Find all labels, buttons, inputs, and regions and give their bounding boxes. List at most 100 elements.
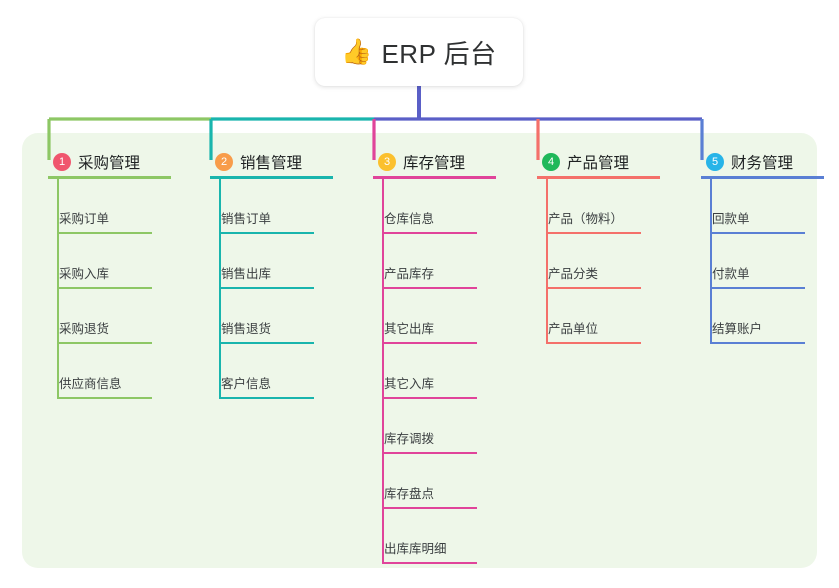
branch-item-label: 采购退货 bbox=[59, 322, 110, 336]
branch-item-underline bbox=[57, 342, 152, 344]
branch-item-stem bbox=[382, 399, 384, 454]
branch-item[interactable]: 库存盘点 bbox=[360, 454, 520, 509]
branch-item-underline bbox=[546, 287, 641, 289]
branch-item-label: 采购订单 bbox=[59, 212, 110, 226]
branch-item-stem bbox=[219, 344, 221, 399]
branch-item-label: 产品（物料） bbox=[548, 212, 624, 226]
branch-item-stem bbox=[546, 179, 548, 234]
branch-column-3: 3 库存管理仓库信息产品库存其它出库其它入库库存调拨库存盘点出库库明细 bbox=[360, 145, 520, 564]
branch-item-label: 其它出库 bbox=[384, 322, 435, 336]
branch-item-underline bbox=[57, 287, 152, 289]
branch-item-underline bbox=[546, 232, 641, 234]
branch-item[interactable]: 结算账户 bbox=[688, 289, 839, 344]
branch-item-stem bbox=[219, 179, 221, 234]
branch-item-label: 库存调拨 bbox=[384, 432, 435, 446]
branch-item-label: 销售退货 bbox=[221, 322, 272, 336]
branch-number-badge: 1 bbox=[53, 153, 71, 171]
branch-item[interactable]: 其它出库 bbox=[360, 289, 520, 344]
branch-item-label: 回款单 bbox=[712, 212, 750, 226]
branch-item[interactable]: 产品分类 bbox=[524, 234, 684, 289]
branch-item[interactable]: 销售出库 bbox=[197, 234, 357, 289]
branch-item[interactable]: 产品库存 bbox=[360, 234, 520, 289]
branch-item-stem bbox=[710, 289, 712, 344]
branch-item-stem bbox=[546, 234, 548, 289]
branch-item-underline bbox=[382, 342, 477, 344]
branch-item[interactable]: 采购入库 bbox=[35, 234, 195, 289]
branch-item-stem bbox=[382, 344, 384, 399]
branch-item-stem bbox=[710, 234, 712, 289]
root-node[interactable]: 👍 ERP 后台 bbox=[315, 18, 523, 86]
branch-item-underline bbox=[219, 232, 314, 234]
branch-item[interactable]: 供应商信息 bbox=[35, 344, 195, 399]
branch-item-stem bbox=[382, 179, 384, 234]
branch-header-underline bbox=[48, 176, 171, 179]
branches-panel-background bbox=[22, 133, 817, 568]
branch-item[interactable]: 付款单 bbox=[688, 234, 839, 289]
branch-header-underline bbox=[701, 176, 824, 179]
branch-item-label: 销售订单 bbox=[221, 212, 272, 226]
branch-item[interactable]: 仓库信息 bbox=[360, 179, 520, 234]
branch-item-underline bbox=[382, 232, 477, 234]
branch-number-badge: 3 bbox=[378, 153, 396, 171]
branch-item-label: 产品单位 bbox=[548, 322, 599, 336]
branch-item-underline bbox=[382, 452, 477, 454]
branch-header-underline bbox=[210, 176, 333, 179]
branch-header-4[interactable]: 4 产品管理 bbox=[524, 145, 684, 179]
branch-item-label: 其它入库 bbox=[384, 377, 435, 391]
branch-item-label: 产品分类 bbox=[548, 267, 599, 281]
branch-item-stem bbox=[57, 344, 59, 399]
branch-item-underline bbox=[710, 287, 805, 289]
branch-item-underline bbox=[710, 342, 805, 344]
branch-item-stem bbox=[382, 509, 384, 564]
branch-item-underline bbox=[382, 507, 477, 509]
branch-item-stem bbox=[382, 234, 384, 289]
branch-item-label: 供应商信息 bbox=[59, 377, 122, 391]
branch-item[interactable]: 出库库明细 bbox=[360, 509, 520, 564]
branch-item-label: 仓库信息 bbox=[384, 212, 435, 226]
branch-item-label: 客户信息 bbox=[221, 377, 272, 391]
branch-item-underline bbox=[546, 342, 641, 344]
branch-item-label: 采购入库 bbox=[59, 267, 110, 281]
branch-item[interactable]: 产品（物料） bbox=[524, 179, 684, 234]
branch-item-stem bbox=[57, 234, 59, 289]
branch-item-stem bbox=[546, 289, 548, 344]
branch-item[interactable]: 采购退货 bbox=[35, 289, 195, 344]
branch-item-underline bbox=[219, 287, 314, 289]
thumbs-up-icon: 👍 bbox=[341, 37, 373, 66]
branch-item-underline bbox=[382, 397, 477, 399]
branch-item[interactable]: 销售退货 bbox=[197, 289, 357, 344]
branch-item[interactable]: 产品单位 bbox=[524, 289, 684, 344]
branch-title: 库存管理 bbox=[403, 155, 466, 172]
root-title: ERP 后台 bbox=[381, 38, 497, 69]
branch-title: 产品管理 bbox=[567, 155, 630, 172]
branch-item[interactable]: 客户信息 bbox=[197, 344, 357, 399]
branch-item[interactable]: 销售订单 bbox=[197, 179, 357, 234]
branch-item-stem bbox=[219, 289, 221, 344]
branch-item[interactable]: 库存调拨 bbox=[360, 399, 520, 454]
branch-item-underline bbox=[57, 232, 152, 234]
branch-number-badge: 4 bbox=[542, 153, 560, 171]
branch-item-label: 结算账户 bbox=[712, 322, 763, 336]
branch-item-label: 销售出库 bbox=[221, 267, 272, 281]
branch-item[interactable]: 其它入库 bbox=[360, 344, 520, 399]
branch-item-underline bbox=[382, 287, 477, 289]
branch-item-stem bbox=[57, 289, 59, 344]
branch-item-label: 付款单 bbox=[712, 267, 750, 281]
branch-item-underline bbox=[710, 232, 805, 234]
branch-item-stem bbox=[382, 454, 384, 509]
branch-item-label: 产品库存 bbox=[384, 267, 435, 281]
branch-item-stem bbox=[710, 179, 712, 234]
branch-header-1[interactable]: 1 采购管理 bbox=[35, 145, 195, 179]
branch-number-badge: 2 bbox=[215, 153, 233, 171]
branch-header-3[interactable]: 3 库存管理 bbox=[360, 145, 520, 179]
branch-item[interactable]: 回款单 bbox=[688, 179, 839, 234]
branch-title: 财务管理 bbox=[731, 155, 794, 172]
branch-item-underline bbox=[219, 342, 314, 344]
branch-item-underline bbox=[57, 397, 152, 399]
branch-title: 采购管理 bbox=[78, 155, 141, 172]
branch-item[interactable]: 采购订单 bbox=[35, 179, 195, 234]
